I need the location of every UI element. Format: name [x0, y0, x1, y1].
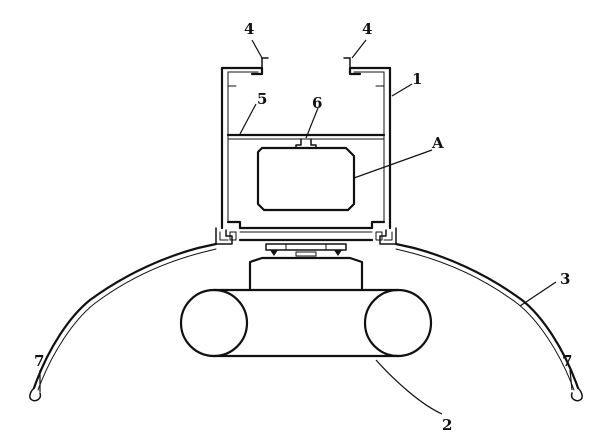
- callout-3: 3: [560, 270, 570, 288]
- right-clamp: [375, 227, 397, 245]
- callout-4-right: 4: [362, 20, 372, 38]
- callout-5: 5: [257, 90, 267, 108]
- callout-1: 1: [412, 70, 422, 88]
- leader-lines: [39, 39, 573, 415]
- skirt: [32, 242, 580, 391]
- left-hook: [29, 387, 42, 402]
- upper-housing: [220, 57, 392, 233]
- callout-7-left: 7: [34, 352, 44, 370]
- callout-2: 2: [442, 416, 452, 434]
- right-hook: [570, 387, 583, 402]
- callout-4-left: 4: [244, 20, 254, 38]
- callout-6: 6: [312, 94, 322, 112]
- coupling-plate: [238, 238, 374, 257]
- callout-7-right: 7: [562, 352, 572, 370]
- component-a-box: [256, 146, 356, 212]
- track-assembly: [179, 288, 433, 358]
- left-clamp: [215, 227, 237, 245]
- callout-labels: 4 4 1 5 6 A 3 7 7 2: [34, 20, 572, 434]
- callout-a: A: [431, 134, 444, 152]
- pedestal: [248, 256, 364, 292]
